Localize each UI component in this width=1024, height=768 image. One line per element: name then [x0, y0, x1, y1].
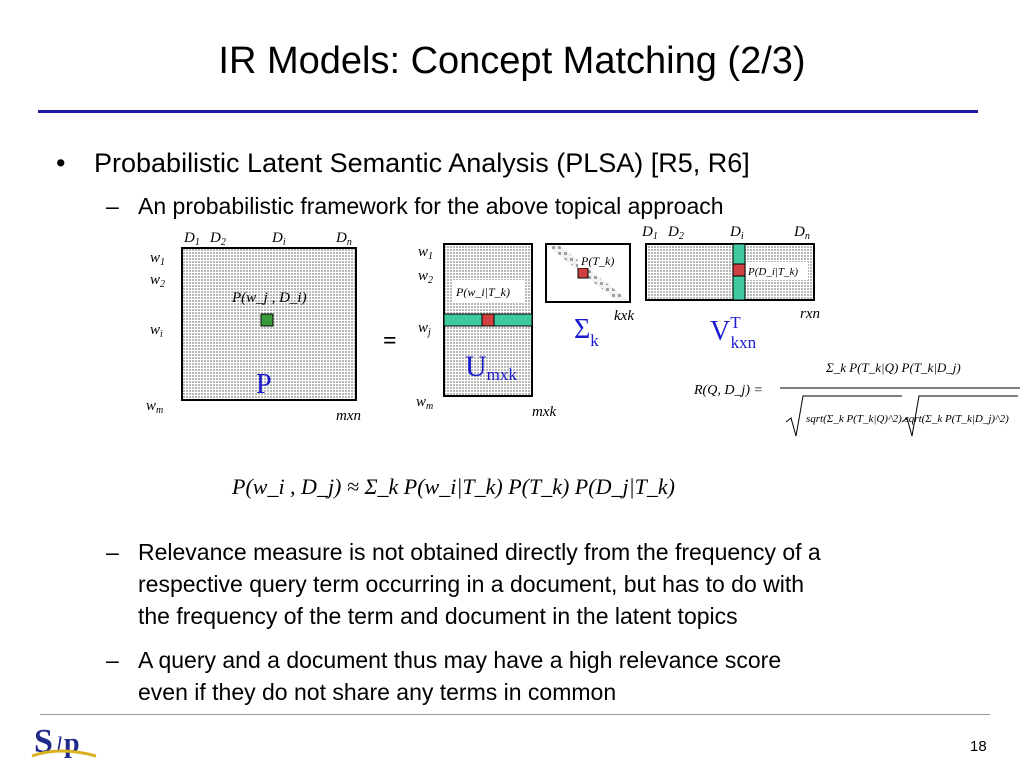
relevance-lhs: R(Q, D_j) =: [693, 383, 763, 398]
svg-text:wm: wm: [146, 398, 163, 416]
matrix-vt-cell: [732, 263, 746, 277]
svg-text:Dn: Dn: [793, 224, 810, 242]
slide-title: IR Models: Concept Matching (2/3): [218, 40, 806, 82]
matrix-sigma-cell: [577, 267, 589, 279]
matrix-u-label: Umxk: [465, 350, 517, 384]
u-row-w1: w: [418, 244, 428, 260]
subbullet-relevance-line3: the frequency of the term and document i…: [138, 603, 738, 629]
p-col-d1: D: [183, 230, 195, 246]
subbullet-marker-relevance: –: [106, 539, 119, 565]
bullet-marker: •: [56, 148, 66, 178]
p-row-w1: w: [150, 250, 160, 266]
subbullet-marker: –: [106, 193, 119, 219]
matrix-p-dims: mxn: [336, 408, 361, 424]
matrix-sigma-dims: kxk: [614, 308, 634, 324]
subbullet-query-line1: A query and a document thus may have a h…: [138, 647, 782, 673]
svg-text:Dn: Dn: [335, 230, 352, 248]
p-col-dn: D: [335, 230, 347, 246]
subbullet-marker-query: –: [106, 647, 119, 673]
matrix-vt-column-labels: D1 D2 Di Dn: [641, 224, 810, 242]
equals-sign: =: [383, 328, 397, 354]
u-row-wm: w: [416, 394, 426, 410]
subbullet-relevance-line2: respective query term occurring in a doc…: [138, 571, 805, 597]
svg-text:w1: w1: [418, 244, 433, 262]
plsa-main-formula: P(w_i , D_j) ≈ Σ_k P(w_i|T_k) P(T_k) P(D…: [231, 474, 675, 499]
matrix-u-cell: [481, 313, 495, 327]
svg-text:D1: D1: [183, 230, 200, 248]
matrix-sigma: P(T_k) Σk kxk: [545, 243, 634, 350]
svg-text:Di: Di: [271, 230, 286, 248]
u-row-wj: w: [418, 320, 428, 336]
subbullet-query-line2: even if they do not share any terms in c…: [138, 679, 617, 705]
matrix-sigma-cell-formula: P(T_k): [580, 254, 614, 268]
svg-text:w2: w2: [418, 268, 433, 286]
matrix-u-dims: mxk: [532, 404, 556, 420]
p-row-wi: w: [150, 322, 160, 338]
svg-text:w1: w1: [150, 250, 165, 268]
vt-col-di: D: [729, 224, 741, 240]
vt-col-d1: D: [641, 224, 653, 240]
p-row-wm: w: [146, 398, 156, 414]
bullet-plsa: Probabilistic Latent Semantic Analysis (…: [94, 148, 750, 178]
matrix-p-cell: [260, 313, 274, 327]
svg-text:wj: wj: [418, 320, 431, 338]
svg-text:D2: D2: [209, 230, 226, 248]
p-col-d2: D: [209, 230, 221, 246]
matrix-u: P(w_i|T_k) Umxk mxk: [443, 243, 556, 420]
relevance-denominator: sqrt(Σ_k P(T_k|Q)^2) sqrt(Σ_k P(T_k|D_j)…: [806, 413, 1009, 425]
matrix-vt-dims: rxn: [800, 306, 820, 322]
p-col-di: D: [271, 230, 283, 246]
svg-text:D2: D2: [667, 224, 684, 242]
svg-text:wi: wi: [150, 322, 163, 340]
matrix-p-column-labels: D1 D2 Di Dn: [183, 230, 352, 248]
matrix-p-row-labels: w1 w2 wi wm: [146, 250, 165, 416]
svg-text:l: l: [56, 732, 62, 757]
relevance-sqrt-left: [785, 395, 902, 437]
slp-logo-icon: S l p: [31, 723, 97, 760]
footer-divider: [40, 714, 990, 715]
subbullet-relevance-line1: Relevance measure is not obtained direct…: [138, 539, 821, 565]
relevance-sqrt-right: [901, 395, 1018, 437]
subbullet-query: A query and a document thus may have a h…: [138, 644, 781, 708]
svg-text:p: p: [64, 728, 80, 759]
page-number: 18: [970, 738, 987, 755]
relevance-numerator: Σ_k P(T_k|Q) P(T_k|D_j): [825, 360, 961, 375]
relevance-formula: R(Q, D_j) = Σ_k P(T_k|Q) P(T_k|D_j) sqrt…: [693, 360, 1020, 437]
u-row-w2: w: [418, 268, 428, 284]
title-divider: [38, 110, 978, 113]
matrix-p-label: P: [256, 369, 272, 400]
subbullet-relevance: Relevance measure is not obtained direct…: [138, 536, 821, 632]
svg-text:D1: D1: [641, 224, 658, 242]
matrix-sigma-label: Σk: [574, 314, 599, 350]
p-row-w2: w: [150, 272, 160, 288]
svg-text:Di: Di: [729, 224, 744, 242]
svg-text:wm: wm: [416, 394, 433, 412]
subbullet-framework: An probabilistic framework for the above…: [138, 193, 724, 219]
matrix-u-cell-formula: P(w_i|T_k): [455, 285, 510, 299]
matrix-vt-cell-formula: P(D_i|T_k): [747, 266, 798, 278]
matrix-p: P(w_j , D_i) P mxn: [181, 247, 361, 424]
matrix-u-row-labels: w1 w2 wj wm: [416, 244, 433, 412]
svg-text:w2: w2: [150, 272, 165, 290]
vt-col-d2: D: [667, 224, 679, 240]
matrix-p-cell-formula: P(w_j , D_i): [231, 290, 307, 306]
vt-col-dn: D: [793, 224, 805, 240]
